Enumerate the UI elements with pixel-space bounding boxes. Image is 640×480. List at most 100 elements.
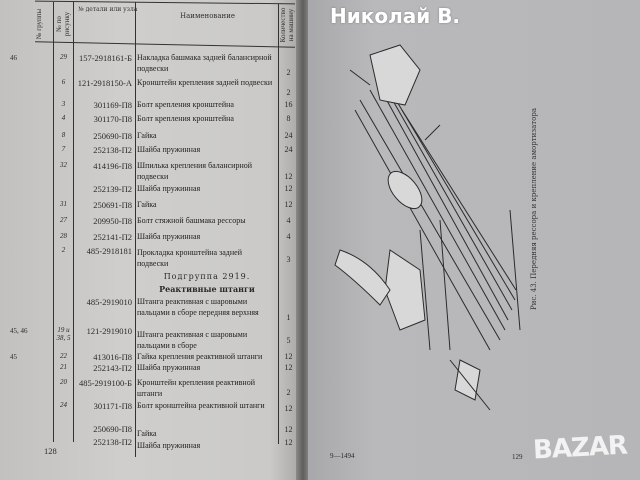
part-name-cell: Шайба пружинная (137, 441, 201, 450)
part-name-cell: Кронштейн крепления задней подвески (137, 78, 273, 87)
quantity-cell: 2 (286, 388, 291, 397)
part-name-cell: Шпилька крепления балансирной подвески (137, 161, 253, 181)
part-name-cell: Болт крепления кронштейна (137, 100, 234, 109)
fig-cell: 6 (61, 78, 66, 86)
part-name-cell: Накладка башмака задней балансирной подв… (137, 53, 272, 73)
part-number-cell: 485-2919100-Б (78, 378, 132, 388)
fig-cell: 29 (60, 53, 67, 61)
fig-cell: 22 (60, 352, 67, 360)
part-number-cell: 157-2918161-Б (78, 53, 132, 63)
part-name-cell: Кронштейн крепления реактивной штанги (137, 378, 255, 398)
subgroup-heading: Подгруппа 2919. Реактивные штанги (142, 271, 272, 296)
part-number-cell: 485-2919010 (86, 297, 132, 307)
fig-cell: 28 (60, 232, 67, 240)
fig-cell: 8 (61, 131, 66, 139)
part-name-cell: Прокладка кронштейна задней подвески (137, 248, 242, 268)
part-name-cell: Гайка крепления реактивной штанги (137, 352, 263, 361)
reaction-rod (334, 249, 391, 306)
fig-cell: 4 (61, 114, 66, 122)
quantity-cell: 12 (284, 352, 293, 361)
part-number-cell: 413016-П8 (93, 352, 132, 362)
part-name-cell: Шайба пружинная (137, 363, 201, 372)
spring-pad (387, 170, 423, 210)
part-name-cell: Гайка (137, 131, 157, 140)
subgroup-prefix: Подгруппа 2919. (163, 272, 251, 281)
part-name-cell: Болт крепления кронштейна (137, 114, 234, 123)
part-name-cell: Шайба пружинная (137, 232, 201, 241)
left-page (0, 0, 300, 480)
fig-cell: 20 (60, 378, 67, 386)
quantity-cell: 4 (286, 232, 291, 241)
header-group: № группы (35, 8, 43, 40)
quantity-cell: 12 (284, 425, 293, 434)
fig-cell: 32 (60, 161, 67, 169)
part-name-cell: Шайба пружинная (137, 184, 201, 193)
front-bracket (369, 44, 421, 106)
part-number-cell: 252139-П2 (93, 184, 132, 194)
fig-cell: 27 (60, 216, 67, 224)
part-number-cell: 301169-П8 (93, 100, 132, 110)
rear-bracket (454, 359, 481, 401)
part-number-cell: 252143-П2 (93, 363, 132, 373)
quantity-cell: 12 (284, 172, 293, 181)
group-cell: 45 (10, 353, 17, 361)
part-name-cell: Шайба пружинная (137, 145, 201, 154)
part-number-cell: 121-2918150-А (77, 78, 132, 88)
part-number-cell: 250691-П8 (93, 200, 132, 210)
part-name-cell: Гайка (137, 200, 157, 209)
bolts (349, 69, 521, 411)
page-number-right: 129 (512, 453, 523, 461)
fig-cell: 24 (60, 401, 67, 409)
part-number-cell: 252138-П2 (93, 437, 132, 447)
quantity-cell: 5 (286, 336, 291, 345)
group-cell: 46 (10, 54, 17, 62)
part-name-cell: Штанга реактивная с шаровыми пальцами в … (137, 330, 248, 350)
part-name-cell: Болт кронштейна реактивной штанги (137, 401, 265, 410)
fig-cell: 31 (60, 200, 67, 208)
part-number-cell: 121-2919010 (86, 326, 132, 336)
part-number-cell: 252138-П2 (93, 145, 132, 155)
quantity-cell: 12 (284, 438, 293, 447)
brackets (334, 44, 481, 401)
watermark: Николай В. (330, 4, 461, 28)
subgroup-title: Реактивные штанги (159, 284, 255, 294)
quantity-cell: 8 (286, 114, 291, 123)
part-name-cell: Болт стяжной башмака рессоры (137, 216, 246, 225)
quantity-cell: 12 (284, 200, 293, 209)
quantity-cell: 16 (284, 100, 293, 109)
quantity-cell: 12 (284, 363, 293, 372)
part-name-cell: Гайка (137, 429, 157, 438)
quantity-cell: 24 (284, 145, 293, 154)
part-name-cell: Штанга реактивная с шаровыми пальцами в … (137, 297, 259, 317)
shock-absorber-bracket (384, 249, 426, 331)
fig-cell: 19 и 38, 5 (56, 326, 71, 342)
part-number-cell: 209950-П8 (93, 216, 132, 226)
page-number-left: 128 (44, 446, 57, 456)
column-rule (53, 2, 54, 442)
header-part: № детали или узла (78, 6, 138, 13)
header-qty: Количество на машину (279, 7, 295, 43)
part-number-cell: 301170-П8 (93, 114, 132, 124)
signature-mark: 9—1494 (330, 452, 355, 460)
quantity-cell: 4 (286, 216, 291, 225)
fig-cell: 7 (61, 145, 66, 153)
column-rule (73, 2, 74, 442)
book-gutter (296, 0, 310, 480)
quantity-cell: 1 (286, 313, 291, 322)
header-fig: № по рисунку (55, 11, 71, 37)
part-number-cell: 301171-П8 (93, 401, 132, 411)
quantity-cell: 12 (284, 404, 293, 413)
spring-diagram (334, 44, 521, 411)
part-number-cell: 485-2918181 (86, 246, 132, 256)
part-number-cell: 252141-П2 (93, 232, 132, 242)
quantity-cell: 24 (284, 131, 293, 140)
fig-cell: 21 (60, 363, 67, 371)
quantity-cell: 12 (284, 184, 293, 193)
column-rule (278, 4, 279, 444)
part-number-cell: 250690-П8 (93, 131, 132, 141)
header-name: Наименование (180, 12, 235, 20)
figure-caption: Рис. 43. Передняя рессора и крепление ам… (530, 108, 538, 310)
quantity-cell: 3 (286, 255, 291, 264)
group-cell: 45, 46 (10, 327, 28, 335)
bazar-logo: BAZAR (532, 430, 628, 466)
